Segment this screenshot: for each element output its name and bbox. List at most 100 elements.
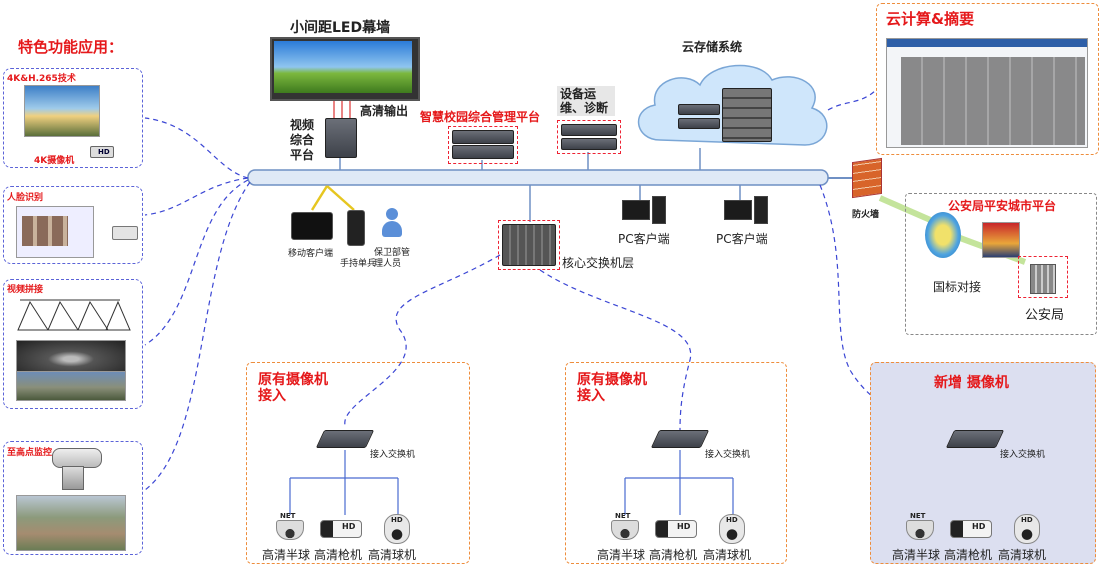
- 4k-camera-icon: [90, 146, 114, 158]
- ptz-dome-camera-2-icon: [719, 514, 745, 544]
- net-badge-2: NET: [615, 512, 631, 520]
- cam-1-bullet-label: 高清枪机: [314, 548, 363, 562]
- tablet-icon: [291, 212, 333, 240]
- feature-highpoint-panel: [3, 441, 143, 555]
- bullet-camera-1-icon: [320, 520, 362, 538]
- dome-camera-1-icon: [276, 520, 304, 540]
- lighthouse-photo: [24, 85, 100, 137]
- tunnel-icon: [925, 212, 961, 258]
- police-bureau-label: 公安局: [1025, 308, 1065, 323]
- hd-badge: HD: [98, 148, 110, 156]
- access-switch-1-icon: [315, 430, 375, 448]
- feature-4k-panel: [3, 68, 143, 168]
- storage-server-1: [678, 104, 720, 115]
- cam-3-bullet-label: 高清枪机: [944, 548, 993, 562]
- face-thumbs: [22, 216, 68, 246]
- smart-platform-label: 智慧校园综合管理平台: [420, 110, 541, 124]
- cam-1-ptz-label: 高清球机: [368, 548, 417, 562]
- cam-1-dome-label: 高清半球: [262, 548, 311, 562]
- firewall-label: 防火墙: [852, 210, 880, 220]
- police-bureau-box: [1018, 256, 1068, 298]
- feature-stitch-label: 视频拼接: [7, 285, 44, 295]
- feature-stitch-panel: [3, 279, 143, 409]
- summary-screenshot: [886, 38, 1088, 148]
- access-switch-2-label: 接入交换机: [705, 450, 751, 460]
- police-platform-title: 公安局平安城市平台: [948, 199, 1057, 213]
- pc1-tower-icon: [652, 196, 666, 224]
- cam-3-dome-label: 高清半球: [892, 548, 941, 562]
- maintenance-server-2: [561, 138, 617, 150]
- smart-platform-server-2: [452, 145, 514, 159]
- camera-group-1-panel: [246, 362, 470, 564]
- smart-platform-server-1: [452, 130, 514, 144]
- pc2-monitor-icon: [724, 200, 752, 220]
- hd-badge-1a: HD: [342, 522, 356, 531]
- cloud-summary-panel: [876, 3, 1099, 155]
- hd-badge-3a: HD: [972, 522, 986, 531]
- camera-group-1-title: 原有摄像机 接入: [258, 372, 328, 404]
- cam-2-dome-label: 高清半球: [597, 548, 646, 562]
- feature-4k-label: 4K&H.265技术: [7, 74, 76, 84]
- hd-badge-1b: HD: [391, 516, 403, 524]
- maintenance-label-box: [557, 86, 615, 116]
- ptz-dome-camera-3-icon: [1014, 514, 1040, 544]
- 4k-camera-label: 4K摄像机: [34, 156, 75, 166]
- handheld-phone-icon: [347, 210, 365, 246]
- core-switch-label: 核心交换机层: [562, 256, 635, 270]
- dome-camera-3-icon: [906, 520, 934, 540]
- feature-highpoint-label: 至高点监控: [7, 448, 53, 458]
- guard-person-icon: [382, 208, 402, 242]
- ptz-camera-base: [62, 466, 84, 490]
- building-icon: [1030, 264, 1056, 294]
- cloud-summary-title: 云计算&摘要: [886, 10, 975, 28]
- bullet-camera-3-icon: [950, 520, 992, 538]
- feature-face-panel: [3, 186, 143, 264]
- police-badge-photo: [982, 222, 1020, 258]
- access-switch-3-label: 接入交换机: [1000, 450, 1046, 460]
- pc1-label: PC客户端: [618, 232, 670, 246]
- access-switch-2-icon: [650, 430, 710, 448]
- maintenance-label: 设备运 维、诊断: [560, 87, 609, 115]
- storage-server-2: [678, 118, 720, 129]
- bullet-camera-2-icon: [655, 520, 697, 538]
- stitched-panorama-bottom: [16, 371, 126, 401]
- camera-group-3-title: 新增 摄像机: [934, 375, 1009, 391]
- guard-label: 保卫部管 理人员: [374, 248, 411, 269]
- hd-badge-3b: HD: [1021, 516, 1033, 524]
- dome-camera-2-icon: [611, 520, 639, 540]
- net-badge-1: NET: [280, 512, 296, 520]
- cam-2-bullet-label: 高清枪机: [649, 548, 698, 562]
- video-platform-device: [325, 118, 357, 158]
- camera-group-2-panel: [565, 362, 787, 564]
- city-aerial-photo: [16, 495, 126, 551]
- firewall-icon: [852, 157, 882, 199]
- led-wall-screen: [274, 41, 412, 93]
- storage-array-icon: [722, 88, 772, 142]
- cam-2-ptz-label: 高清球机: [703, 548, 752, 562]
- features-title: 特色功能应用：: [18, 38, 124, 56]
- ptz-dome-camera-1-icon: [384, 514, 410, 544]
- hd-badge-2b: HD: [726, 516, 738, 524]
- maintenance-box: [557, 120, 621, 154]
- led-wall-title: 小间距LED幕墙: [290, 20, 391, 36]
- feature-face-label: 人脸识别: [7, 193, 44, 203]
- pc2-label: PC客户端: [716, 232, 768, 246]
- access-switch-1-label: 接入交换机: [370, 450, 416, 460]
- hd-badge-2a: HD: [677, 522, 691, 531]
- cam-3-ptz-label: 高清球机: [998, 548, 1047, 562]
- video-platform-label: 视频 综合 平台: [290, 118, 315, 162]
- pc1-monitor-icon: [622, 200, 650, 220]
- smart-platform-box: [448, 126, 518, 164]
- camera-group-2-title: 原有摄像机 接入: [577, 372, 647, 404]
- handheld-label: 手持单兵: [340, 259, 377, 269]
- police-panel: [905, 193, 1097, 335]
- core-switch-icon: [502, 224, 556, 266]
- core-switch-box: [498, 220, 560, 270]
- mobile-client-label: 移动客户端: [288, 249, 334, 259]
- access-switch-3-icon: [945, 430, 1005, 448]
- national-standard-label: 国标对接: [933, 280, 982, 294]
- cloud-storage-label: 云存储系统: [682, 40, 743, 54]
- pc2-tower-icon: [754, 196, 768, 224]
- net-badge-3: NET: [910, 512, 926, 520]
